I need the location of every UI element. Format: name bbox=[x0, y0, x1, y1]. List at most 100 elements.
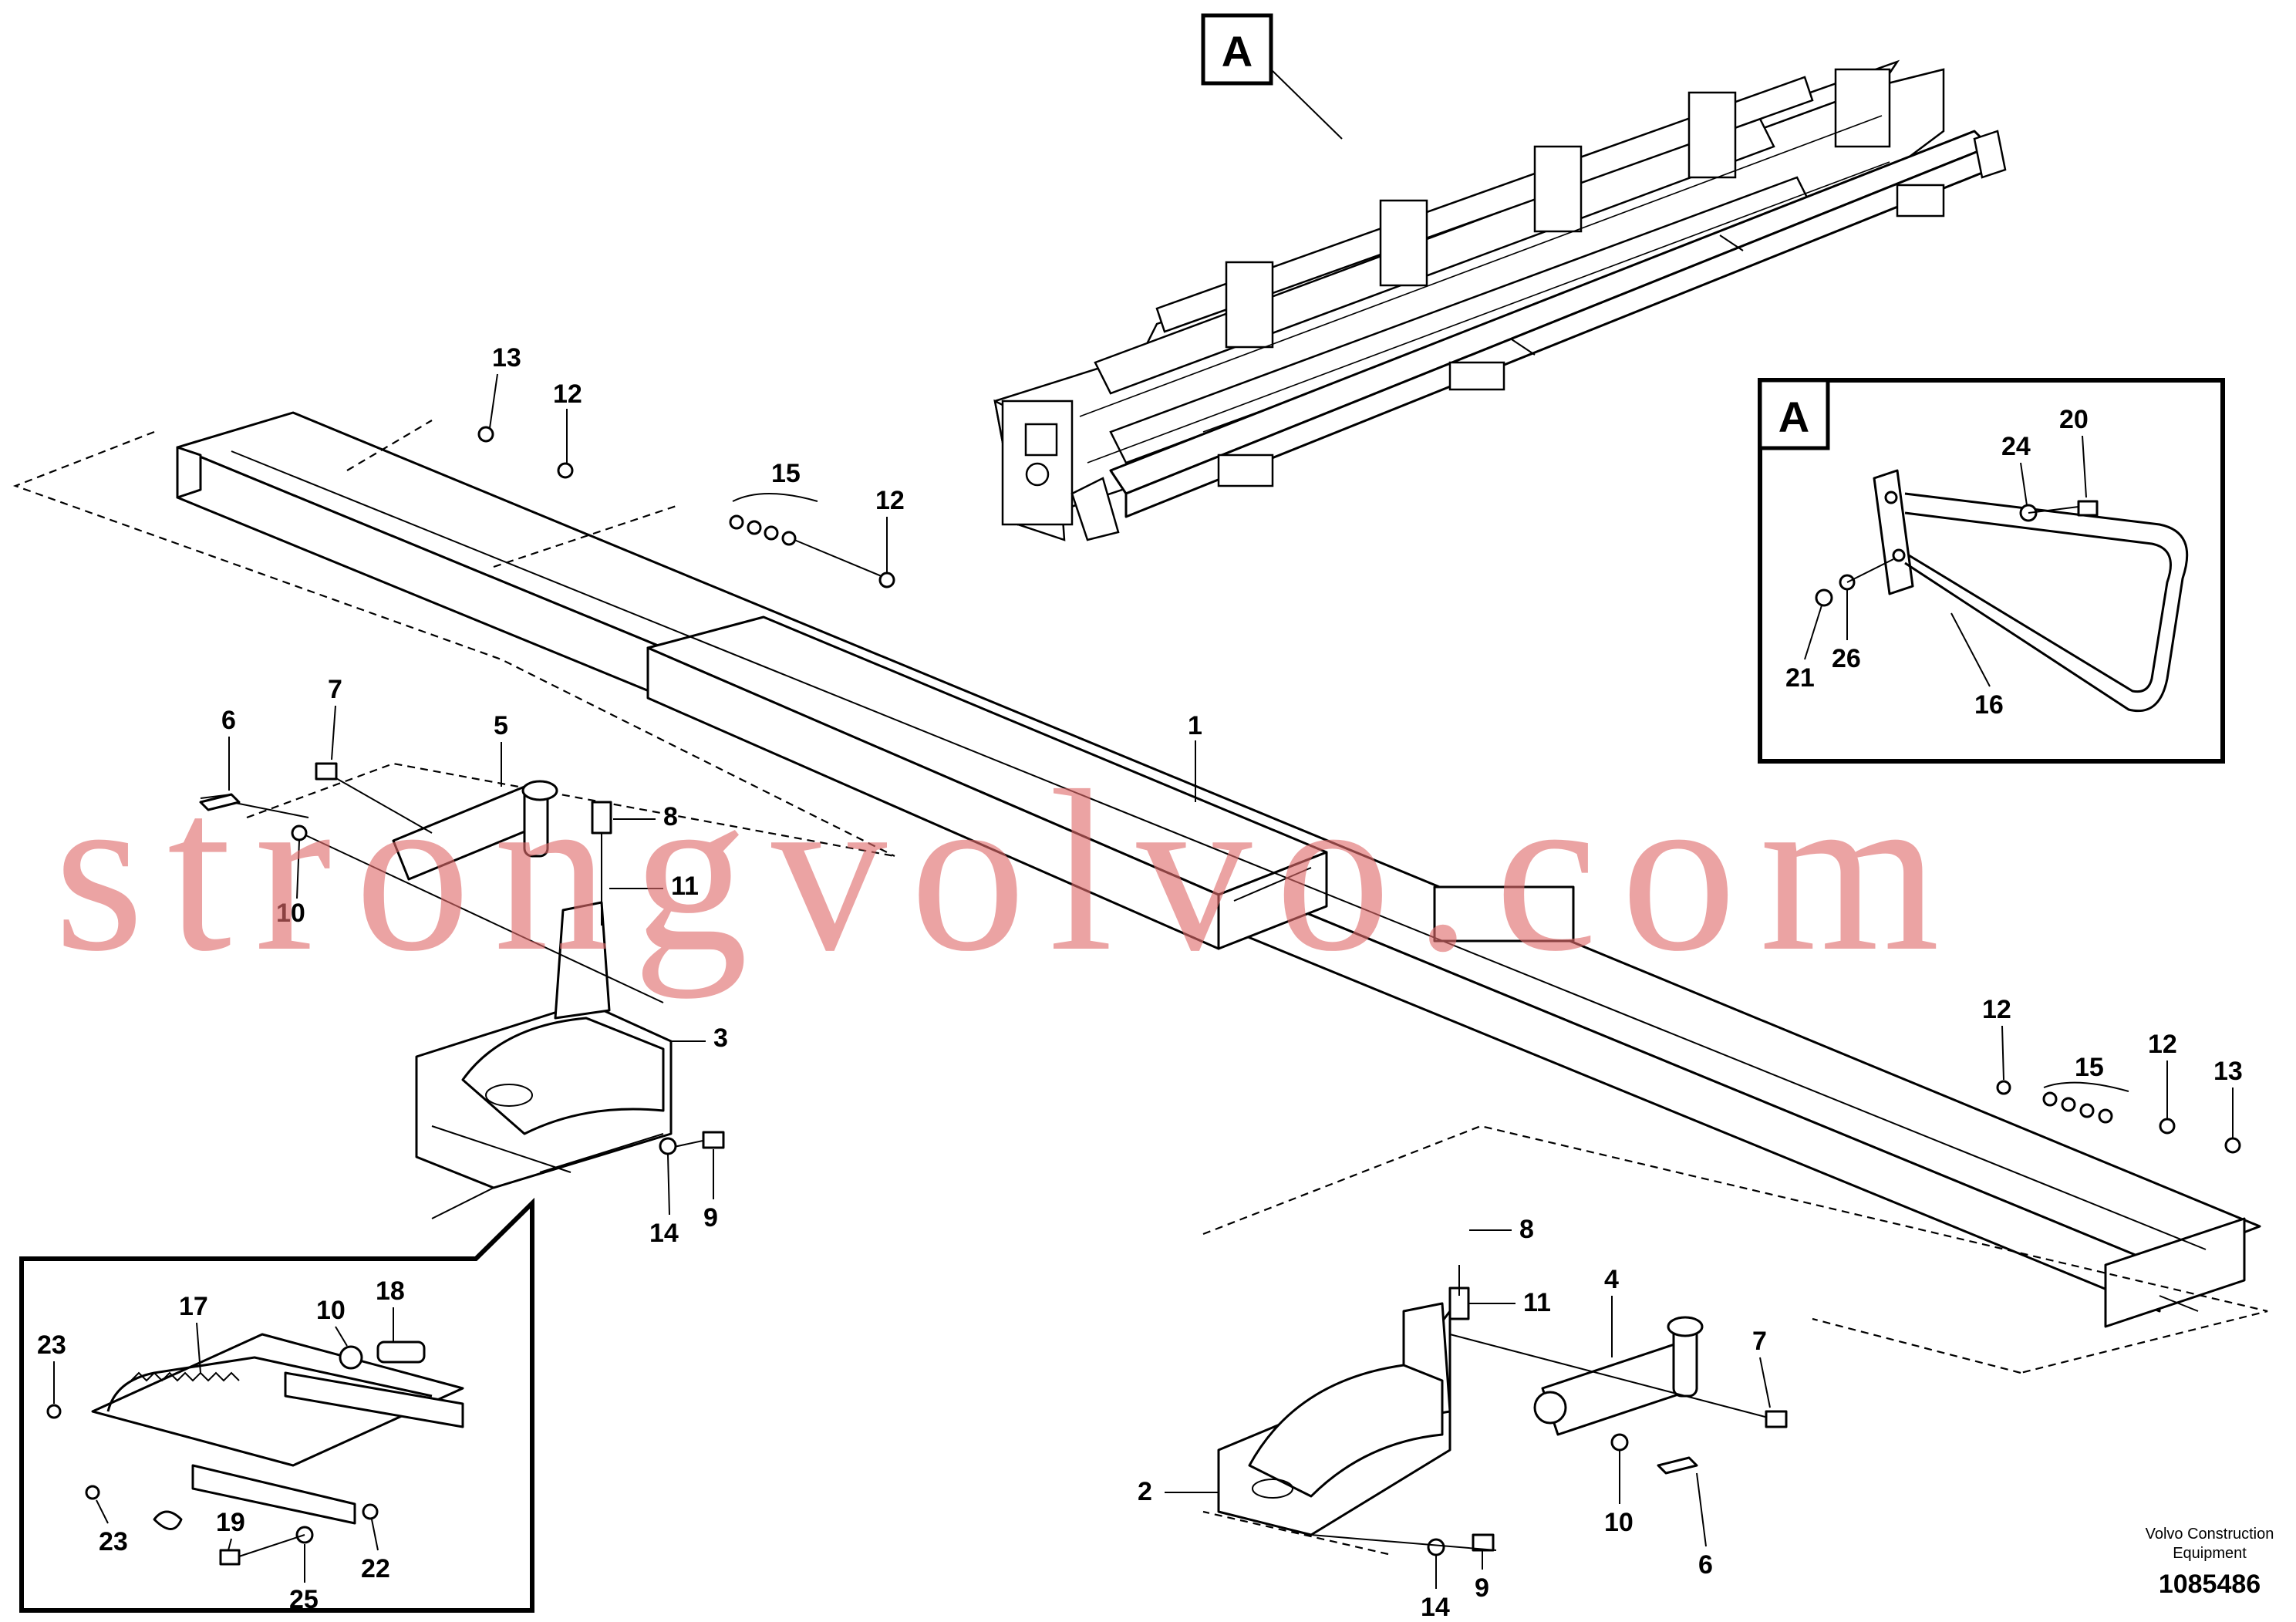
svg-text:12: 12 bbox=[2148, 1030, 2177, 1059]
svg-text:2: 2 bbox=[1138, 1477, 1152, 1506]
callout-16: 16 bbox=[1950, 612, 2004, 720]
svg-text:14: 14 bbox=[1421, 1593, 1450, 1622]
svg-text:14: 14 bbox=[649, 1219, 679, 1248]
svg-text:25: 25 bbox=[289, 1585, 319, 1614]
svg-text:10: 10 bbox=[316, 1296, 346, 1325]
callout-11: 11 bbox=[1469, 1288, 1551, 1317]
pedal-detail-panel bbox=[19, 1197, 534, 1613]
watermark-text: strongvolvo.com bbox=[54, 743, 1963, 1000]
svg-text:6: 6 bbox=[221, 706, 236, 735]
svg-text:23: 23 bbox=[99, 1527, 128, 1556]
svg-text:18: 18 bbox=[376, 1276, 405, 1306]
pedal-detail-callouts: 17 18 10 23 23 19 22 25 bbox=[37, 1276, 405, 1614]
svg-text:23: 23 bbox=[37, 1330, 66, 1360]
callout-9: 9 bbox=[1475, 1550, 1489, 1603]
callout-21: 21 bbox=[1785, 605, 1822, 693]
callout-9: 9 bbox=[703, 1149, 718, 1233]
callout-20: 20 bbox=[2059, 405, 2089, 498]
callout-1: 1 bbox=[1188, 711, 1202, 802]
svg-text:10: 10 bbox=[276, 899, 305, 928]
callout-6: 6 bbox=[221, 706, 236, 791]
svg-text:26: 26 bbox=[1832, 644, 1861, 673]
svg-text:13: 13 bbox=[2213, 1057, 2243, 1086]
svg-text:21: 21 bbox=[1785, 663, 1815, 693]
callout-12: 12 bbox=[875, 486, 905, 572]
svg-text:11: 11 bbox=[1523, 1288, 1551, 1317]
svg-text:6: 6 bbox=[1698, 1550, 1713, 1580]
svg-text:4: 4 bbox=[1604, 1265, 1619, 1294]
svg-text:15: 15 bbox=[771, 459, 801, 488]
footer: Volvo Construction Equipment 1085486 bbox=[2146, 1526, 2274, 1599]
beam-fasteners bbox=[477, 426, 2241, 1154]
detail-a-marker: A bbox=[1201, 13, 1343, 140]
machine-overview bbox=[993, 59, 2007, 541]
callout-15: 15 bbox=[732, 459, 818, 502]
svg-text:11: 11 bbox=[671, 872, 699, 901]
svg-text:24: 24 bbox=[2001, 432, 2031, 461]
callout-13: 13 bbox=[489, 343, 521, 429]
callout-10: 10 bbox=[276, 840, 305, 928]
svg-text:15: 15 bbox=[2075, 1053, 2104, 1082]
callout-25: 25 bbox=[289, 1544, 319, 1614]
main-beam bbox=[176, 411, 2261, 1328]
svg-text:12: 12 bbox=[553, 379, 582, 409]
callout-8: 8 bbox=[613, 802, 678, 831]
callout-23: 23 bbox=[37, 1330, 66, 1404]
svg-text:9: 9 bbox=[1475, 1573, 1489, 1603]
callout-22: 22 bbox=[361, 1519, 390, 1583]
svg-text:8: 8 bbox=[1519, 1215, 1534, 1244]
svg-text:20: 20 bbox=[2059, 405, 2089, 434]
callout-2: 2 bbox=[1138, 1477, 1219, 1506]
callout-4: 4 bbox=[1604, 1265, 1619, 1357]
callout-11: 11 bbox=[609, 872, 699, 901]
callout-14: 14 bbox=[1421, 1555, 1450, 1622]
svg-text:10: 10 bbox=[1604, 1508, 1633, 1537]
callout-17: 17 bbox=[179, 1292, 208, 1374]
svg-text:3: 3 bbox=[713, 1023, 728, 1053]
detail-a-panel: A bbox=[1758, 378, 2225, 764]
left-bracket-assembly bbox=[199, 762, 725, 1219]
callout-12: 12 bbox=[553, 379, 582, 463]
svg-text:5: 5 bbox=[494, 711, 508, 740]
callout-18: 18 bbox=[376, 1276, 405, 1342]
callout-19: 19 bbox=[216, 1508, 245, 1551]
svg-text:16: 16 bbox=[1974, 690, 2004, 720]
svg-text:19: 19 bbox=[216, 1508, 245, 1537]
callout-13: 13 bbox=[2213, 1057, 2243, 1138]
callout-10: 10 bbox=[316, 1296, 348, 1347]
svg-text:13: 13 bbox=[492, 343, 521, 373]
svg-text:12: 12 bbox=[875, 486, 905, 515]
svg-text:1: 1 bbox=[1188, 711, 1202, 740]
callout-12: 12 bbox=[2148, 1030, 2177, 1118]
assembly-lines bbox=[12, 420, 2268, 1556]
svg-text:8: 8 bbox=[663, 802, 678, 831]
callout-5: 5 bbox=[494, 711, 508, 787]
right-bracket-assembly bbox=[1217, 1265, 1788, 1556]
document-number: 1085486 bbox=[2159, 1570, 2261, 1599]
svg-text:22: 22 bbox=[361, 1554, 390, 1583]
callout-23: 23 bbox=[96, 1499, 128, 1556]
callout-7: 7 bbox=[328, 675, 342, 760]
callout-10: 10 bbox=[1604, 1450, 1633, 1537]
svg-text:9: 9 bbox=[703, 1203, 718, 1233]
brand-line-1: Volvo Construction bbox=[2146, 1526, 2274, 1543]
detail-a-callouts: 24 20 21 26 16 bbox=[1785, 405, 2089, 720]
brand-line-2: Equipment bbox=[2173, 1545, 2247, 1562]
callout-12: 12 bbox=[1982, 995, 2011, 1081]
svg-text:7: 7 bbox=[1752, 1327, 1767, 1356]
callout-6: 6 bbox=[1696, 1472, 1713, 1580]
main-callouts: 13 12 15 12 1 7 6 5 8 11 10 3 14 9 12 15… bbox=[221, 343, 2243, 1622]
callout-24: 24 bbox=[2001, 432, 2031, 506]
callout-15: 15 bbox=[2043, 1053, 2129, 1092]
svg-text:A: A bbox=[1778, 393, 1809, 441]
callout-8: 8 bbox=[1469, 1215, 1534, 1244]
callout-7: 7 bbox=[1752, 1327, 1771, 1408]
svg-text:A: A bbox=[1222, 27, 1253, 76]
callout-26: 26 bbox=[1832, 590, 1861, 673]
callout-14: 14 bbox=[649, 1154, 679, 1248]
svg-text:17: 17 bbox=[179, 1292, 208, 1321]
callout-3: 3 bbox=[671, 1023, 728, 1053]
svg-text:7: 7 bbox=[328, 675, 342, 704]
svg-text:12: 12 bbox=[1982, 995, 2011, 1024]
